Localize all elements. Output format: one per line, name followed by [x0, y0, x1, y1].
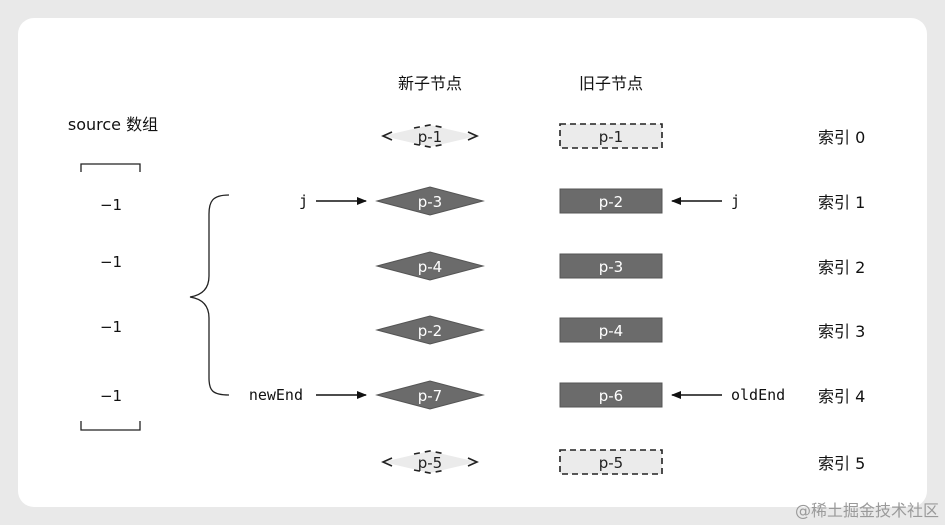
source-value: −1 [100, 196, 122, 214]
new-node-shape [375, 380, 485, 410]
new-node-shape [375, 186, 485, 216]
index-label: 索引 4 [818, 387, 865, 406]
old-node-label: p-5 [599, 454, 623, 472]
new-node-shape [375, 315, 485, 345]
old-children-header: 旧子节点 [579, 74, 643, 93]
old-node-label: p-3 [599, 258, 623, 276]
new-node: p-5 [381, 450, 479, 474]
new-node-shape [383, 451, 477, 473]
old-node-shape [559, 382, 663, 408]
old-node-shape [559, 317, 663, 343]
new-node-label: p-7 [418, 387, 442, 405]
new-node-outline [413, 143, 447, 148]
source-array-top-bracket [80, 163, 141, 172]
new-children-header: 新子节点 [398, 74, 462, 93]
old-node-shape [559, 253, 663, 279]
diagram-card [18, 18, 927, 507]
new-node-outline [413, 124, 447, 129]
source-values: −1 −1 −1 −1 [100, 196, 122, 405]
j-pointer-old-label: j [731, 192, 740, 210]
old-node-label: p-2 [599, 193, 623, 211]
new-node: p-2 [375, 315, 485, 345]
new-end-pointer-label: newEnd [249, 386, 303, 404]
old-node-shape [559, 449, 663, 475]
source-array-bottom-bracket [80, 421, 141, 431]
new-node: p-3 [375, 186, 485, 216]
new-node-label: p-5 [418, 454, 442, 472]
old-node: p-3 [559, 253, 663, 279]
new-node-outline [467, 457, 479, 467]
new-children-column: p-1 p-3 p-4 p-2 p-7 p-5 [375, 124, 485, 474]
old-children-column: p-1 p-2 p-3 p-4 p-6 p-5 [559, 123, 663, 475]
new-node: p-4 [375, 251, 485, 281]
source-value: −1 [100, 253, 122, 271]
new-node-label: p-2 [418, 322, 442, 340]
index-label: 索引 3 [818, 322, 865, 341]
source-array-label: source 数组 [68, 115, 158, 134]
unprocessed-range-brace [189, 194, 230, 396]
index-label: 索引 2 [818, 258, 865, 277]
new-node-label: p-1 [418, 128, 442, 146]
new-node-outline [381, 457, 393, 467]
old-node-shape [559, 123, 663, 149]
old-node: p-4 [559, 317, 663, 343]
source-value: −1 [100, 387, 122, 405]
new-node-outline [413, 469, 447, 474]
new-node-outline [413, 450, 447, 455]
old-node-shape [559, 188, 663, 214]
new-node-outline [381, 131, 393, 141]
old-node: p-6 [559, 382, 663, 408]
old-node: p-2 [559, 188, 663, 214]
watermark: @稀土掘金技术社区 [794, 501, 939, 520]
index-label: 索引 1 [818, 193, 865, 212]
new-node: p-1 [381, 124, 479, 148]
new-node-shape [383, 125, 477, 147]
index-label: 索引 0 [818, 128, 865, 147]
j-pointer-new-label: j [299, 192, 308, 210]
index-label: 索引 5 [818, 454, 865, 473]
old-node: p-1 [559, 123, 663, 149]
new-node-shape [375, 251, 485, 281]
new-node-outline [467, 131, 479, 141]
new-node-label: p-3 [418, 193, 442, 211]
old-end-pointer-label: oldEnd [731, 386, 785, 404]
new-node-label: p-4 [418, 258, 442, 276]
old-node-label: p-4 [599, 322, 623, 340]
old-node: p-5 [559, 449, 663, 475]
index-column: 索引 0 索引 1 索引 2 索引 3 索引 4 索引 5 [818, 128, 865, 473]
old-node-label: p-1 [599, 128, 623, 146]
new-node: p-7 [375, 380, 485, 410]
old-node-label: p-6 [599, 387, 623, 405]
source-value: −1 [100, 318, 122, 336]
